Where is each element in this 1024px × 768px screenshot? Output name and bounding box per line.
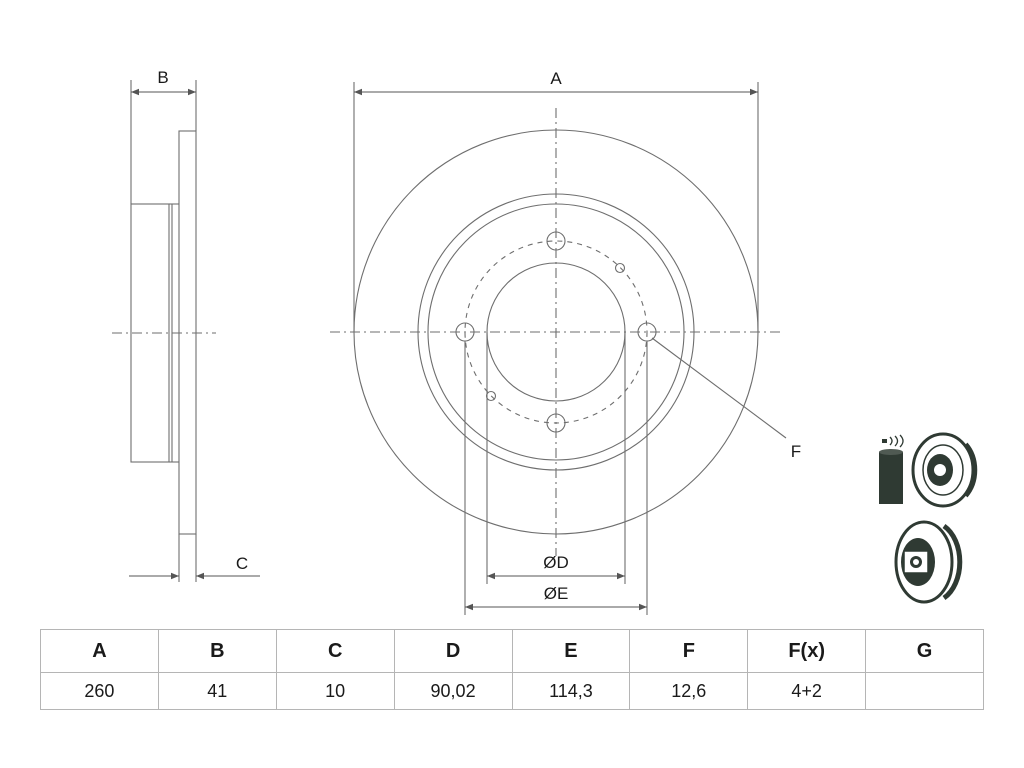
header-a: A <box>40 629 159 673</box>
value-f: 12,6 <box>629 672 749 710</box>
disc-with-sensor-icon <box>879 432 978 508</box>
disc-side-profile <box>112 80 216 582</box>
spec-value-row: 260 41 10 90,02 114,3 12,6 4+2 <box>40 672 984 710</box>
locating-hole <box>614 262 626 274</box>
label-a: A <box>550 69 562 88</box>
label-b: B <box>157 68 168 87</box>
value-d: 90,02 <box>393 672 513 710</box>
label-e: ØE <box>544 584 569 603</box>
dimension-d: ØD <box>487 553 625 580</box>
header-c: C <box>275 629 395 673</box>
disc-front-view <box>330 82 787 615</box>
value-fx: 4+2 <box>747 672 867 710</box>
value-b: 41 <box>157 672 277 710</box>
brake-disc-drawing: B C A <box>112 68 978 615</box>
header-b: B <box>157 629 277 673</box>
dimension-e: ØE <box>465 584 647 611</box>
header-d: D <box>393 629 513 673</box>
label-f: F <box>791 442 801 461</box>
label-c: C <box>236 554 248 573</box>
header-f: F <box>629 629 749 673</box>
label-d: ØD <box>543 553 569 572</box>
dimension-b: B <box>131 68 196 96</box>
value-c: 10 <box>275 672 395 710</box>
value-g <box>865 672 984 710</box>
value-a: 260 <box>40 672 159 710</box>
spec-table: A B C D E F F(x) G 260 41 10 90,02 114,3… <box>40 629 984 710</box>
header-g: G <box>865 629 984 673</box>
disc-hub-icon <box>894 520 963 604</box>
spec-header-row: A B C D E F F(x) G <box>40 629 984 673</box>
dimension-a: A <box>354 69 758 96</box>
value-e: 114,3 <box>511 672 631 710</box>
header-fx: F(x) <box>747 629 867 673</box>
header-e: E <box>511 629 631 673</box>
